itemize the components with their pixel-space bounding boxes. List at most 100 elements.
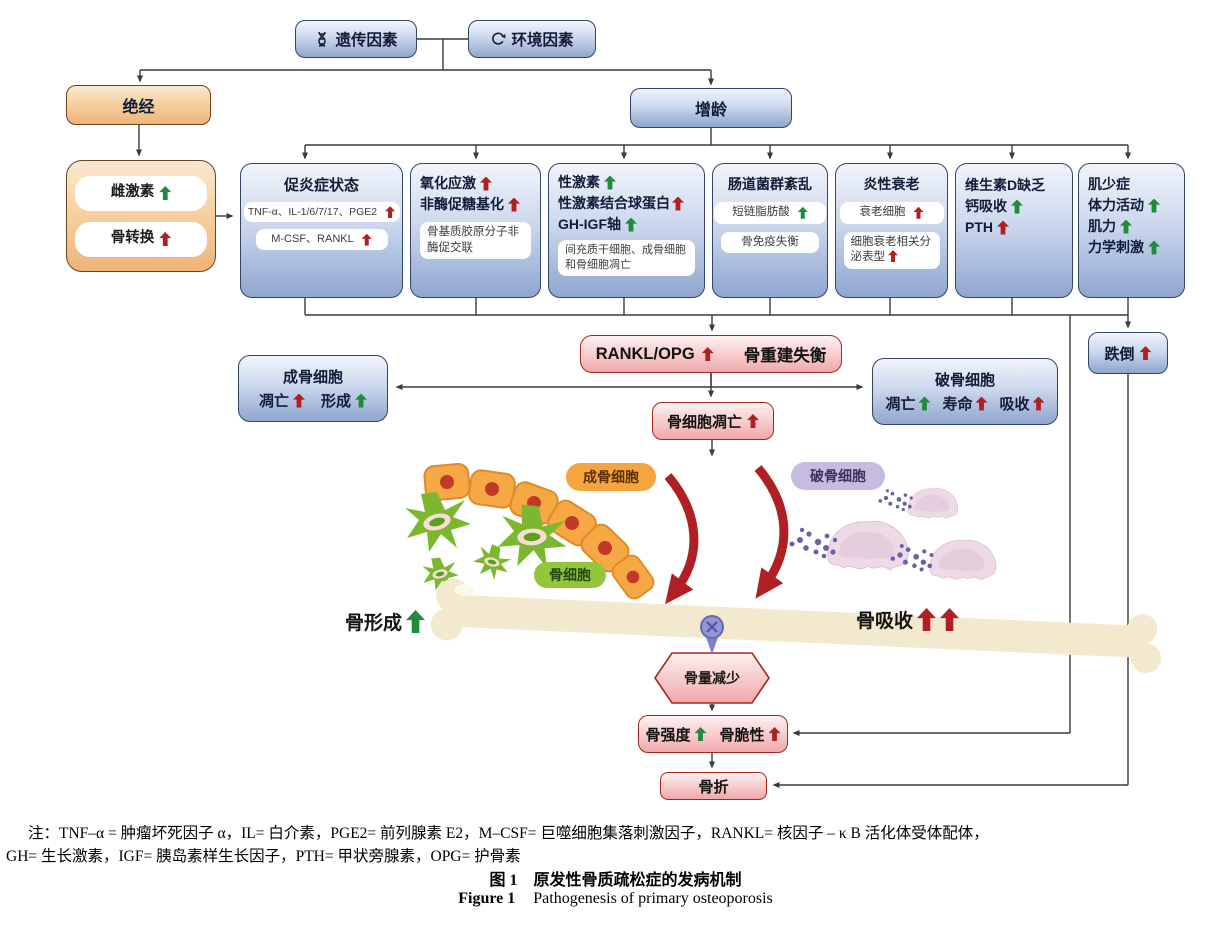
fracture-box: 骨折 (660, 772, 767, 800)
mechanical-stimulus-label: 力学刺激 (1088, 239, 1144, 255)
fall-label: 跌倒 (1104, 345, 1135, 363)
sasp-pill: 细胞衰老相关分泌表型 (843, 231, 940, 269)
increase-icon (917, 608, 937, 631)
increase-icon (701, 347, 714, 361)
sex-hormone-label: 性激素 (558, 174, 600, 190)
increase-icon (508, 197, 520, 212)
decrease-icon (355, 393, 368, 408)
mcsf-rankl-label: M-CSF、RANKL (271, 233, 354, 246)
fulcrum-pin-icon (700, 615, 724, 654)
bone-formation-label: 骨形成 (345, 608, 426, 635)
increase-icon (997, 220, 1009, 235)
stem-cell-apoptosis-label: 间充质干细胞、成骨细胞和骨细胞凋亡 (565, 244, 686, 271)
osteoblast-title: 成骨细胞 (282, 369, 343, 386)
glycation-line: 非酶促糖基化 (420, 194, 531, 215)
osteoclast-summary-box: 破骨细胞 凋亡 寿命 吸收 (872, 358, 1058, 425)
calcium-label: 钙吸收 (965, 198, 1007, 214)
osteocyte-apoptosis-box: 骨细胞凋亡 (652, 402, 774, 440)
decrease-icon (159, 186, 172, 200)
increase-icon (480, 176, 492, 191)
osteoimmune-pill: 骨免疫失衡 (721, 231, 819, 254)
osteocyte-cell-label: 骨细胞 (534, 562, 606, 588)
bone-illustration (430, 578, 1161, 674)
caption-note-line1: 注：TNF–α = 肿瘤坏死因子 α，IL= 白介素，PGE2= 前列腺素 E2… (28, 825, 989, 842)
sarcopenia-label: 肌少症 (1088, 176, 1130, 192)
cytokines-pill: TNF-α、IL-1/6/7/17、PGE2 (243, 202, 400, 223)
decrease-icon (604, 175, 616, 190)
collagen-crosslink-pill: 骨基质胶原分子非酶促交联 (420, 222, 531, 260)
osteoimmune-label: 骨免疫失衡 (741, 235, 799, 248)
muscle-strength-label: 肌力 (1088, 218, 1116, 234)
increase-icon (159, 232, 172, 246)
scfa-label: 短链脂肪酸 (732, 206, 790, 218)
bone-resorption-text: 骨吸收 (856, 611, 914, 632)
decrease-icon (1011, 199, 1023, 214)
muscle-strength-line: 肌力 (1088, 216, 1175, 237)
cytokines-label: TNF-α、IL-1/6/7/17、PGE2 (247, 206, 378, 218)
aging-box: 增龄 (630, 88, 792, 128)
sarcopenia-line: 肌少症 (1088, 174, 1175, 195)
osteocyte-apoptosis-label: 骨细胞凋亡 (666, 413, 742, 431)
vitamin-d-label: 维生素D缺乏 (965, 177, 1046, 193)
increase-icon (888, 250, 898, 263)
osteoblast-formation-label: 形成 (321, 393, 352, 410)
scfa-pill: 短链脂肪酸 (714, 202, 826, 224)
mechanical-stimulus-line: 力学刺激 (1088, 237, 1175, 258)
increase-icon (940, 608, 960, 631)
sasp-label: 细胞衰老相关分泌表型 (850, 235, 932, 264)
osteoblast-cell-label: 成骨细胞 (566, 463, 656, 491)
osteocyte-cell-text: 骨细胞 (549, 567, 591, 583)
rankl-opg-box: RANKL/OPG 骨重建失衡 (580, 335, 842, 373)
caption-note-line2: GH= 生长激素，IGF= 胰岛素样生长因子，PTH= 甲状旁腺素，OPG= 护… (6, 848, 521, 865)
sarcopenia-box: 肌少症 体力活动 肌力 力学刺激 (1078, 163, 1185, 298)
menopause-label: 绝经 (122, 99, 155, 116)
bone-loss-hexagon (654, 652, 770, 704)
decrease-icon (1148, 198, 1160, 213)
osteoblast-summary-box: 成骨细胞 凋亡 形成 (238, 355, 388, 422)
osteoblast-apoptosis-label: 凋亡 (258, 393, 289, 410)
decrease-icon (918, 396, 931, 411)
calcium-line: 钙吸收 (965, 196, 1063, 217)
osteoclast-cell-label: 破骨细胞 (791, 462, 885, 490)
decrease-icon (1148, 240, 1160, 255)
proinflammatory-title: 促炎症状态 (283, 177, 359, 194)
senescent-cells-pill: 衰老细胞 (839, 202, 944, 224)
oxidative-stress-line: 氧化应激 (420, 173, 531, 194)
bone-loss-text: 骨量减少 (684, 670, 740, 686)
estrogen-label: 雌激素 (110, 184, 155, 201)
aging-label: 增龄 (694, 102, 727, 119)
figure-title-zh: 图 1 原发性骨质疏松症的发病机制 (489, 872, 742, 889)
vitamin-d-box: 维生素D缺乏 钙吸收 PTH (955, 163, 1073, 298)
inflammaging-box: 炎性衰老 衰老细胞 细胞衰老相关分泌表型 (835, 163, 948, 298)
osteoclast-title: 破骨细胞 (934, 372, 995, 389)
menopause-effects-box: 雌激素 骨转换 (66, 160, 216, 272)
imbalance-arrows (664, 465, 789, 605)
osteoclast-resorption-label: 吸收 (999, 396, 1030, 413)
environment-factors-label: 环境因素 (511, 32, 574, 49)
inflammaging-title: 炎性衰老 (863, 176, 920, 192)
osteoclast-cell-text: 破骨细胞 (810, 468, 866, 484)
decrease-icon (1120, 219, 1132, 234)
physical-activity-label: 体力活动 (1088, 197, 1144, 213)
increase-icon (1139, 346, 1152, 360)
stem-cell-apoptosis-pill: 间充质干细胞、成骨细胞和骨细胞凋亡 (558, 240, 695, 276)
genetic-factors-box: 遗传因素 (295, 20, 417, 58)
figure-title-en: Figure 1 Pathogenesis of primary osteopo… (0, 890, 1231, 908)
environment-icon (492, 32, 506, 45)
pth-line: PTH (965, 217, 1063, 238)
bone-loss-label: 骨量减少 (655, 653, 769, 703)
figure-en-number: Figure 1 (458, 890, 516, 907)
shbg-label: 性激素结合球蛋白 (558, 195, 670, 211)
fall-box: 跌倒 (1088, 332, 1168, 374)
sex-hormone-line: 性激素 (558, 172, 695, 193)
oxidative-stress-box: 氧化应激 非酶促糖基化 骨基质胶原分子非酶促交联 (410, 163, 541, 298)
bone-fragility-label: 骨脆性 (719, 726, 765, 744)
decrease-icon (406, 610, 426, 633)
genetic-factors-label: 遗传因素 (335, 32, 398, 49)
pth-label: PTH (965, 219, 993, 235)
remodeling-imbalance-label: 骨重建失衡 (743, 347, 827, 365)
increase-icon (672, 196, 684, 211)
bone-strength-box: 骨强度 骨脆性 (638, 715, 788, 753)
osteoclast-cells (789, 488, 997, 581)
